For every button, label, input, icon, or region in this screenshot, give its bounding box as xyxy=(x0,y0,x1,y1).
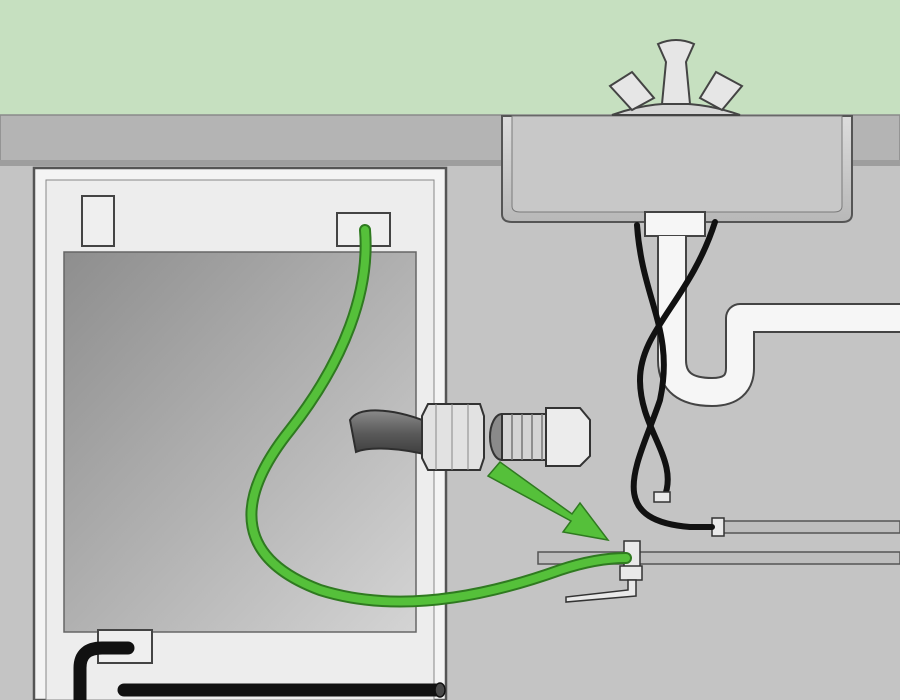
inlet-hose xyxy=(245,224,632,608)
wall xyxy=(0,0,900,118)
drain-hose xyxy=(348,403,485,471)
sink-drain-pipe xyxy=(644,211,900,407)
sink-basin-inner xyxy=(511,115,843,213)
mounting-bracket-left xyxy=(81,195,115,247)
faucet xyxy=(608,39,744,116)
power-cable xyxy=(73,219,718,700)
countertop-edge xyxy=(0,160,900,166)
drain-connector xyxy=(489,407,591,467)
connection-arrow xyxy=(486,460,610,542)
shutoff-valve xyxy=(565,540,643,603)
